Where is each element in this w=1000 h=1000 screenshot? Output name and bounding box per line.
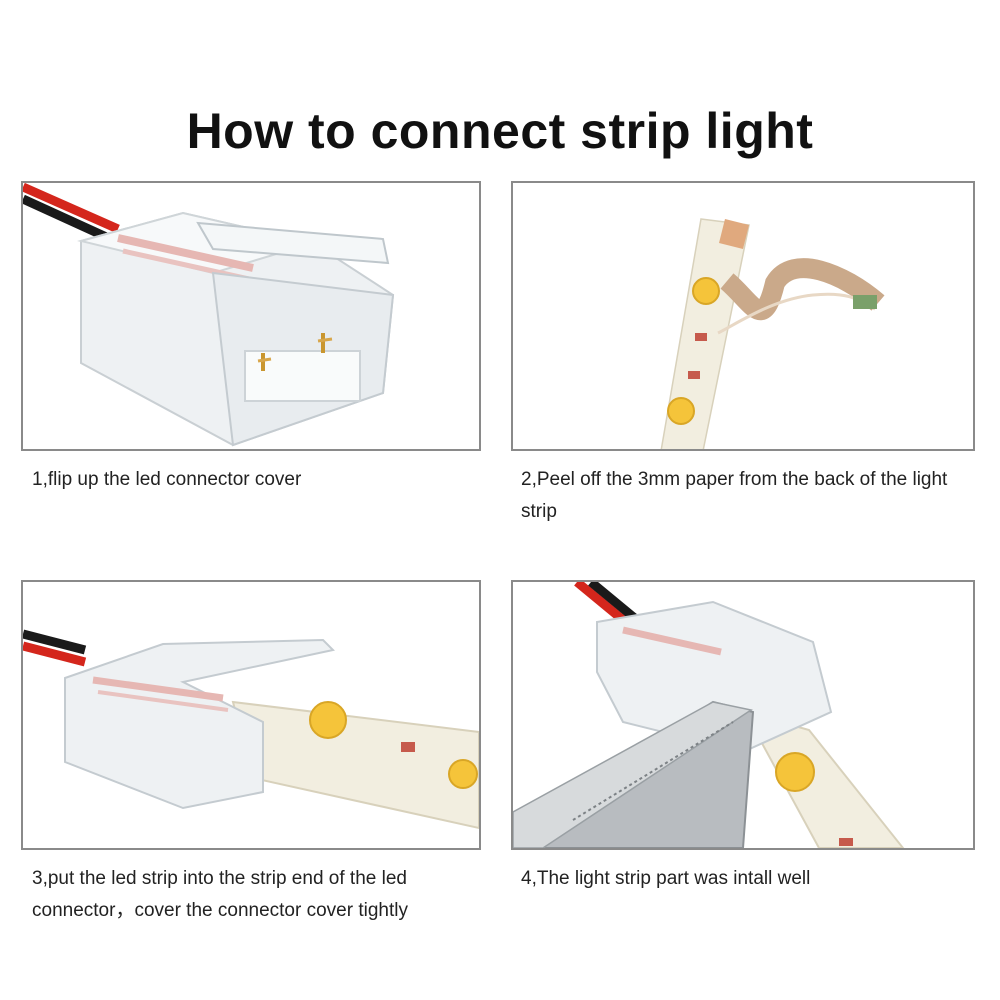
pliers-press-connector-photo (513, 582, 905, 848)
page-title: How to connect strip light (186, 102, 814, 159)
step3-caption: 3,put the led strip into the strip end o… (32, 868, 408, 921)
connector-cover-open-photo (23, 183, 395, 447)
step4-caption: 4,The light strip part was intall well (521, 868, 811, 889)
step3-image-panel (21, 580, 481, 850)
step4-image-panel (511, 580, 975, 850)
step2-caption: 2,Peel off the 3mm paper from the back o… (521, 469, 948, 522)
step2-image-panel (511, 181, 975, 451)
strip-inserted-connector-photo (23, 629, 479, 830)
strip-peel-backing-photo (660, 218, 885, 449)
step1-image-panel (21, 181, 481, 451)
step1-caption: 1,flip up the led connector cover (32, 469, 302, 490)
